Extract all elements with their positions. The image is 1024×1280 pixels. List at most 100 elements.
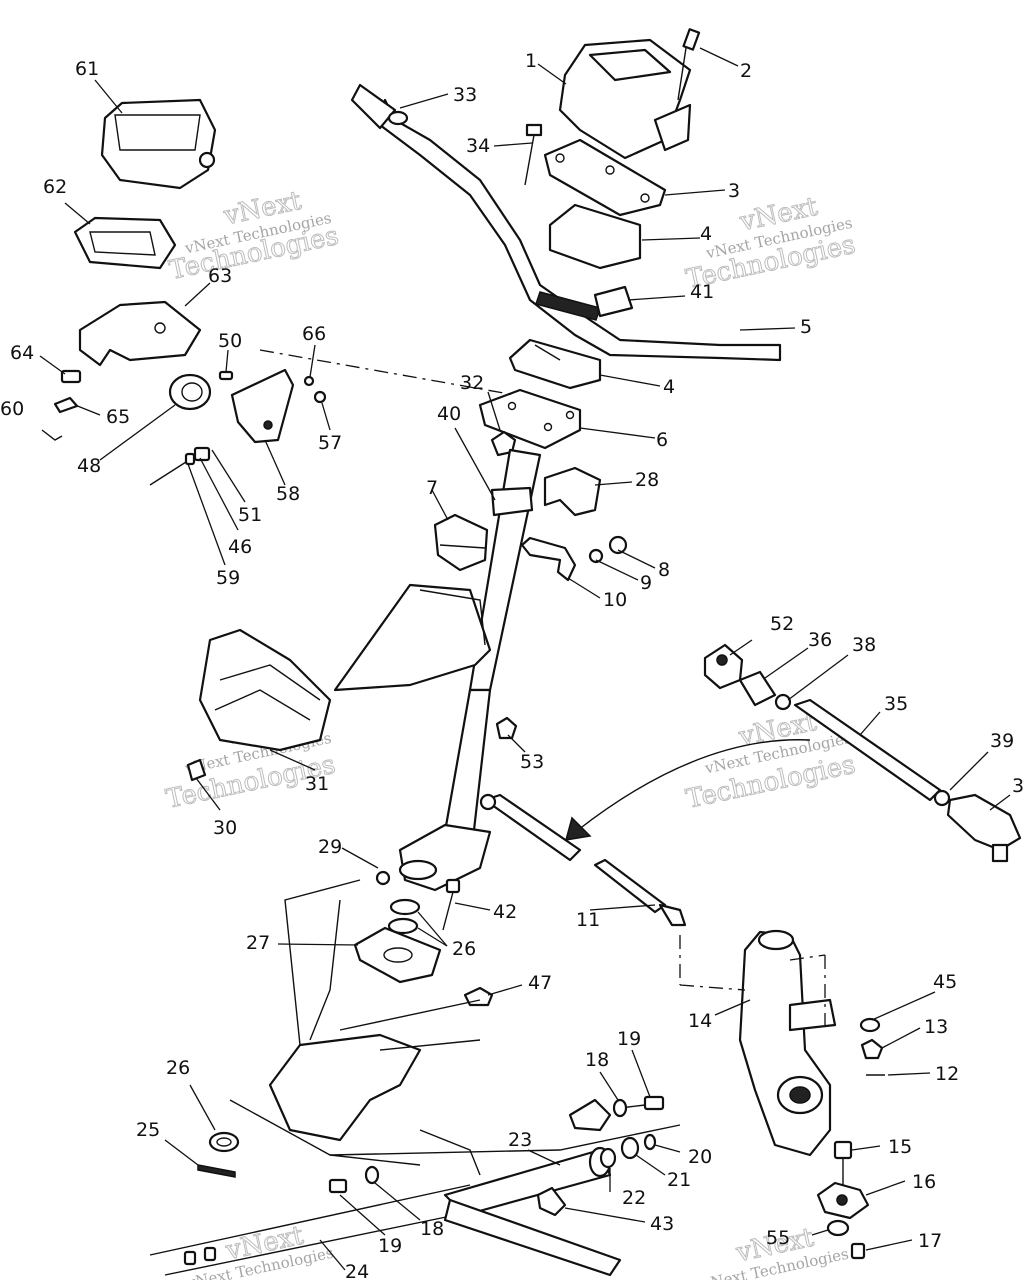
callout-62: 62	[43, 176, 67, 198]
bolt-42	[442, 878, 461, 931]
callout-26-upper: 26	[452, 938, 476, 960]
callout-30: 30	[213, 817, 237, 839]
callout-4-upper: 4	[700, 223, 712, 245]
bushing-21	[620, 1136, 640, 1160]
clamp-10	[520, 536, 577, 582]
callout-28: 28	[635, 469, 659, 491]
callout-25: 25	[136, 1119, 160, 1141]
block-28	[543, 466, 602, 517]
jam-nut-39	[933, 789, 951, 807]
steering-post	[438, 448, 542, 867]
washers-26	[387, 898, 421, 935]
cotter-pin-25	[197, 1164, 236, 1178]
callout-43: 43	[650, 1213, 674, 1235]
callout-46: 46	[228, 536, 252, 558]
callout-52: 52	[770, 613, 794, 635]
washer-18	[612, 1098, 628, 1118]
callout-23: 23	[508, 1129, 532, 1151]
washer-18-lower	[364, 1165, 380, 1185]
arrow	[564, 739, 811, 841]
screw-57	[313, 390, 327, 404]
callout-65: 65	[106, 406, 130, 428]
callout-6: 6	[656, 429, 668, 451]
callout-59: 59	[216, 567, 240, 589]
switch-gasket	[73, 216, 177, 270]
callout-29: 29	[318, 836, 342, 858]
callout-17: 17	[918, 1230, 942, 1252]
washer-66	[303, 375, 315, 387]
handlebar-pad	[593, 285, 634, 318]
tie-rod-end-37	[946, 793, 1022, 863]
small-clip-64	[60, 369, 82, 384]
callout-53: 53	[520, 751, 544, 773]
plate-16	[816, 1181, 870, 1220]
callout-18-upper: 18	[585, 1049, 609, 1071]
callout-26-lower: 26	[166, 1057, 190, 1079]
grease-17	[850, 1242, 866, 1260]
steering-link-11	[479, 793, 687, 927]
callout-60: 60	[0, 398, 24, 420]
frame	[149, 879, 681, 1276]
bolt-19-lower	[328, 1178, 348, 1194]
callout-5: 5	[800, 316, 812, 338]
callout-2: 2	[740, 60, 752, 82]
boot-36	[738, 670, 777, 707]
callout-19-lower: 19	[378, 1235, 402, 1257]
grease-fitting-43	[536, 1186, 567, 1217]
callout-10: 10	[603, 589, 627, 611]
washer-26-lower	[208, 1131, 240, 1153]
callout-9: 9	[640, 572, 652, 594]
callout-20: 20	[688, 1146, 712, 1168]
tie-rod-end-52	[703, 643, 744, 690]
clip-30	[186, 758, 207, 782]
callout-63: 63	[208, 265, 232, 287]
callout-36: 36	[808, 629, 832, 651]
bearing-plate-27	[353, 926, 442, 984]
callout-1: 1	[525, 50, 537, 72]
bolt-15	[833, 1140, 853, 1185]
callout-50: 50	[218, 330, 242, 352]
watermark-bottom-left: vNext Technologies vNext	[185, 1220, 335, 1280]
callout-22: 22	[622, 1187, 646, 1209]
callout-14: 14	[688, 1010, 712, 1032]
callout-35: 35	[884, 693, 908, 715]
leader-lines	[39, 47, 1011, 1271]
callout-31: 31	[305, 773, 329, 795]
switch-bracket	[78, 300, 202, 367]
callout-34: 34	[466, 135, 490, 157]
switch-cover	[100, 98, 217, 190]
spindle-14	[738, 929, 837, 1157]
bolt-47	[463, 986, 494, 1007]
callout-64: 64	[10, 342, 34, 364]
callout-37: 3	[1012, 775, 1024, 797]
bolt-24	[183, 1246, 217, 1266]
callout-21: 21	[667, 1169, 691, 1191]
grommet-48	[168, 373, 212, 411]
washer-45	[859, 1017, 881, 1033]
callout-48: 48	[77, 455, 101, 477]
callout-4-lower: 4	[663, 376, 675, 398]
block-7	[433, 513, 489, 572]
callout-33: 33	[453, 84, 477, 106]
callout-47: 47	[528, 972, 552, 994]
wire-60	[41, 429, 63, 441]
nose-panel	[333, 583, 492, 692]
watermark-top-left: Technologies vNext Technologies vNext	[166, 185, 342, 286]
nut-38	[774, 693, 792, 711]
callout-57: 57	[318, 432, 342, 454]
handlebar-clamp-lower	[508, 338, 602, 390]
hood-31	[198, 628, 332, 752]
callout-42: 42	[493, 901, 517, 923]
tie-rod-35	[793, 698, 942, 802]
pod-screw	[524, 123, 543, 186]
handlebar	[350, 83, 782, 362]
callout-58: 58	[276, 483, 300, 505]
throttle-housing-58	[230, 368, 295, 444]
bushing-22	[599, 1147, 617, 1169]
callout-24: 24	[345, 1261, 369, 1280]
callout-11: 11	[576, 909, 600, 931]
parts-46-51-59	[149, 446, 211, 486]
callout-40: 40	[437, 403, 461, 425]
callout-3: 3	[728, 180, 740, 202]
